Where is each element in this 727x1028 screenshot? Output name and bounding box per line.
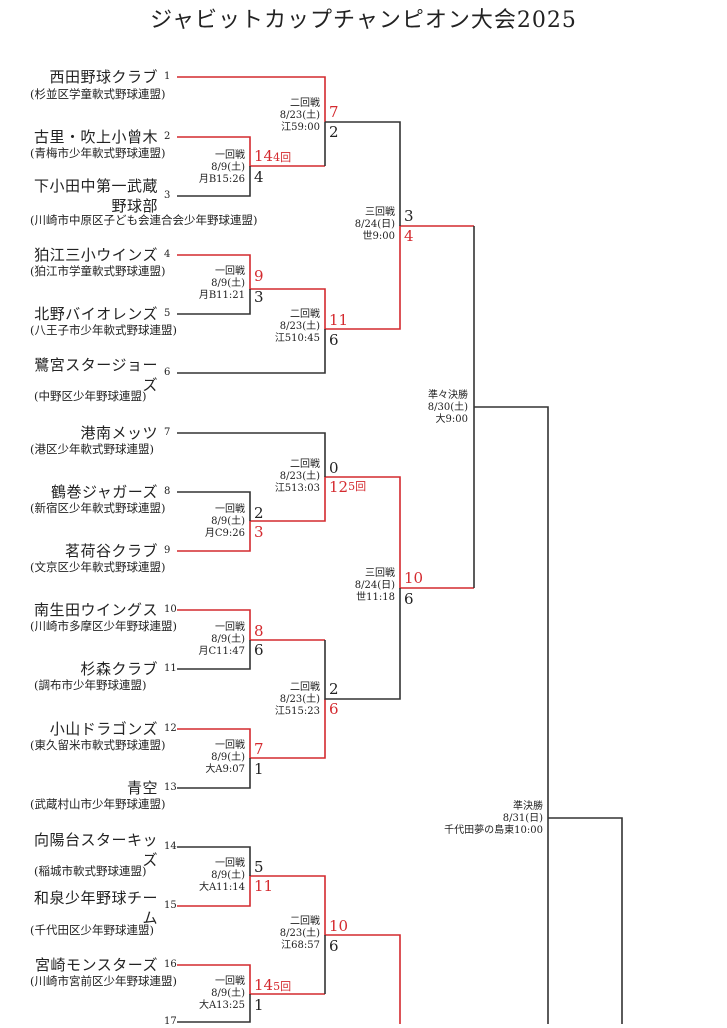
team-association: (調布市少年野球連盟): [34, 678, 147, 692]
score-top: 145回: [254, 976, 292, 994]
team-seed: 11: [164, 663, 177, 674]
team-seed: 12: [164, 723, 177, 734]
score-top: 144回: [254, 147, 292, 165]
score-bottom: 3: [254, 288, 264, 306]
team-seed: 3: [164, 190, 171, 201]
team-name: 古里・吹上小曾木: [33, 128, 158, 146]
team-name: 茗荷谷クラブ: [64, 542, 158, 560]
team-name: 宮崎モンスターズ: [35, 956, 158, 974]
score-top: 9: [254, 267, 264, 285]
team-seed: 16: [164, 959, 177, 970]
score-bottom: 4: [404, 227, 414, 245]
score-top: 2: [254, 504, 264, 522]
team-association: (八王子市少年軟式野球連盟): [30, 323, 177, 337]
team-seed: 4: [164, 249, 171, 260]
team-association: (狛江市学童軟式野球連盟): [30, 264, 166, 278]
score-top: 3: [404, 207, 414, 225]
score-bottom: 11: [254, 877, 274, 895]
score-bottom: 6: [254, 641, 264, 659]
team-name: 南生田ウイングス: [33, 601, 158, 619]
score-bottom: 1: [254, 760, 264, 778]
team-seed: 6: [164, 367, 171, 378]
team-seed: 5: [164, 308, 171, 319]
score-top: 10: [404, 569, 424, 587]
score-top: 11: [329, 311, 349, 329]
team-name: 鷺宮スタージョーズ: [34, 356, 158, 394]
team-seed: 7: [164, 427, 171, 438]
score-top: 7: [254, 740, 264, 758]
score-bottom: 6: [329, 700, 339, 718]
score-top: 5: [254, 858, 264, 876]
team-seed: 14: [164, 841, 177, 852]
score-top: 8: [254, 622, 264, 640]
team-seed: 9: [164, 545, 171, 556]
score-bottom: 3: [254, 523, 264, 541]
team-name: 狛江三小ウインズ: [34, 246, 158, 264]
team-association: (中野区少年野球連盟): [34, 389, 147, 403]
team-association: (文京区少年軟式野球連盟): [30, 560, 166, 574]
team-seed: 10: [164, 604, 177, 615]
team-association: (青梅市少年軟式野球連盟): [30, 146, 166, 160]
team-association: (港区少年軟式野球連盟): [30, 442, 154, 456]
score-bottom: 2: [329, 123, 339, 141]
team-name: 西田野球クラブ: [49, 68, 158, 86]
team-seed: 13: [164, 782, 177, 793]
team-association: (東久留米市軟式野球連盟): [30, 738, 166, 752]
score-top: 0: [329, 459, 339, 477]
team-seed: 1: [164, 71, 171, 82]
score-bottom: 6: [329, 937, 339, 955]
team-name: 鶴巻ジャガーズ: [50, 483, 158, 501]
team-name: 北野バイオレンズ: [34, 305, 158, 323]
page-title: ジャビットカップチャンピオン大会2025: [150, 8, 577, 33]
score-top: 7: [329, 103, 339, 121]
score-top: 10: [329, 917, 349, 935]
team-association: (杉並区学童軟式野球連盟): [30, 87, 166, 101]
team-name: 港南メッツ: [80, 424, 158, 442]
team-seed: 15: [164, 900, 177, 911]
team-name: 向陽台スターキッズ: [33, 831, 158, 869]
team-seed: 17: [164, 1016, 177, 1027]
score-bottom: 4: [254, 168, 264, 186]
score-bottom: 6: [329, 331, 339, 349]
bracket-black-lines: [177, 121, 623, 1024]
team-association: (川崎市多摩区少年野球連盟): [30, 619, 177, 633]
team-name: 杉森クラブ: [80, 660, 158, 678]
score-bottom: 6: [404, 590, 414, 608]
team-name: 和泉少年野球チーム: [33, 889, 158, 927]
score-top: 2: [329, 680, 339, 698]
team-name: 下小田中第一武蔵野球部: [33, 177, 158, 215]
score-bottom: 125回: [329, 478, 367, 496]
team-seed: 2: [164, 131, 171, 142]
team-name: 青空: [126, 779, 158, 797]
team-association: (川崎市宮前区少年野球連盟): [30, 974, 177, 988]
team-association: (稲城市軟式野球連盟): [34, 864, 147, 878]
team-association: (千代田区少年野球連盟): [30, 923, 154, 937]
score-bottom: 1: [254, 996, 264, 1014]
team-association: (川崎市中原区子ども会連合会少年野球連盟): [30, 213, 258, 227]
team-association: (新宿区少年軟式野球連盟): [30, 501, 166, 515]
team-seed: 8: [164, 486, 171, 497]
team-name: 小山ドラゴンズ: [49, 720, 158, 738]
team-association: (武蔵村山市少年野球連盟): [30, 797, 166, 811]
